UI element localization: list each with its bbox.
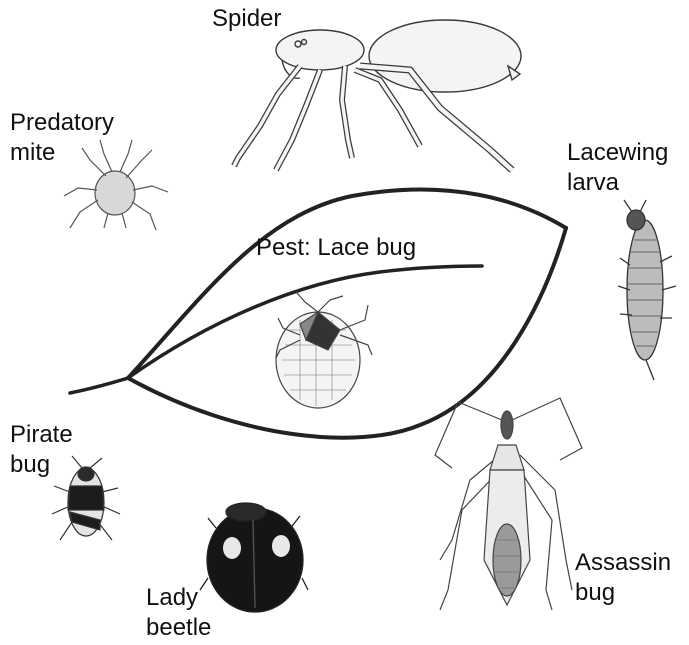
lady-beetle-label: Lady beetle (146, 583, 211, 643)
assassin-bug-label: Assassin bug (575, 548, 671, 608)
assassin-bug-icon (435, 398, 582, 610)
predatory-mite-label: Predatory mite (10, 108, 114, 168)
pirate-bug-label: Pirate bug (10, 420, 73, 480)
lacewing-larva-icon (618, 200, 676, 380)
spider-label: Spider (212, 4, 281, 34)
lace-bug-icon (276, 292, 372, 408)
lady-beetle-icon (200, 503, 308, 612)
pest-lace-bug-label: Pest: Lace bug (256, 233, 416, 263)
lacewing-larva-label: Lacewing larva (567, 138, 668, 198)
spider-icon (234, 20, 521, 170)
